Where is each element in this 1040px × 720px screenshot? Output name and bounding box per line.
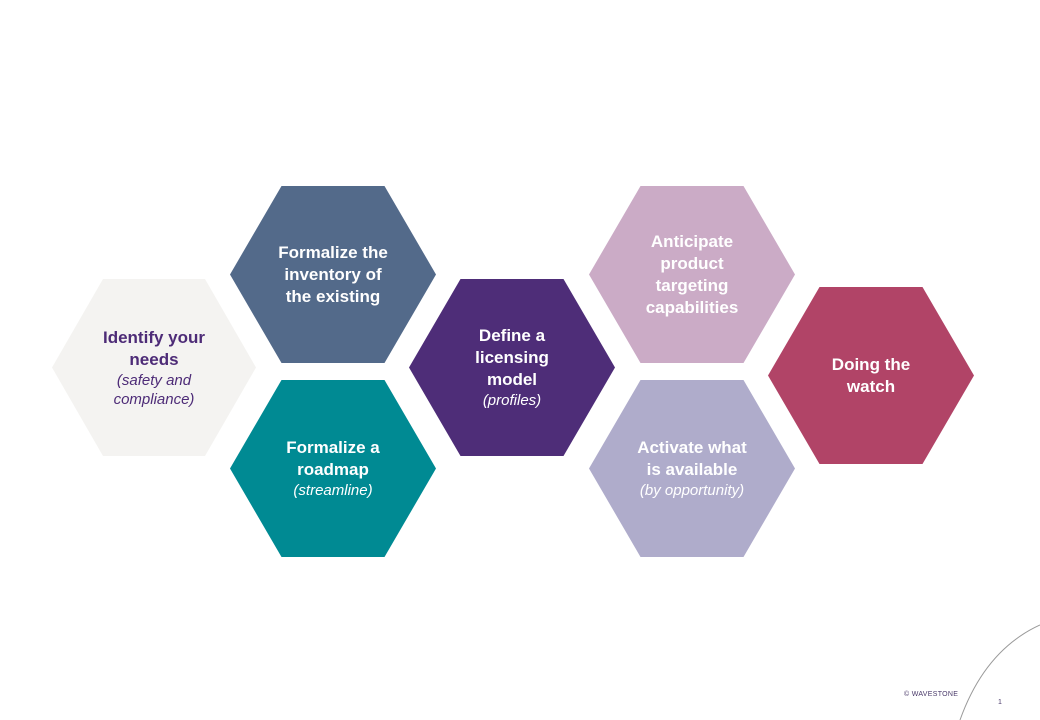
hex-subtitle: (profiles): [482, 392, 542, 409]
hex-formalize-roadmap: Formalize a roadmap (streamline): [230, 380, 436, 557]
hex-title: Formalize the inventory of the existing: [278, 242, 388, 306]
hex-title: Formalize a roadmap: [286, 438, 380, 479]
hex-subtitle: (streamline): [293, 482, 373, 499]
hex-title: Identify your needs: [102, 327, 205, 369]
hex-title: Doing the watch: [831, 354, 911, 396]
hex-activate-available: Activate what is available (by opportuni…: [589, 380, 795, 557]
hex-define-licensing: Define a licensing model (profiles): [409, 279, 615, 456]
hex-anticipate-targeting: Anticipate product targeting capabilitie…: [589, 186, 795, 363]
hex-doing-watch: Doing the watch: [768, 287, 974, 464]
hex-subtitle: (by opportunity): [639, 482, 745, 499]
hex-title: Anticipate product targeting capabilitie…: [645, 231, 739, 317]
footer-copyright: © WAVESTONE: [904, 691, 959, 698]
hex-formalize-inventory: Formalize the inventory of the existing: [230, 186, 436, 363]
hex-identify-needs: Identify your needs (safety and complian…: [52, 279, 256, 456]
corner-curve-decoration: [959, 624, 1040, 720]
hex-subtitle: (safety and compliance): [113, 371, 195, 408]
page-number: 1: [998, 699, 1002, 706]
hex-title: Activate what is available: [637, 438, 747, 479]
hex-title: Define a licensing model: [475, 326, 549, 389]
